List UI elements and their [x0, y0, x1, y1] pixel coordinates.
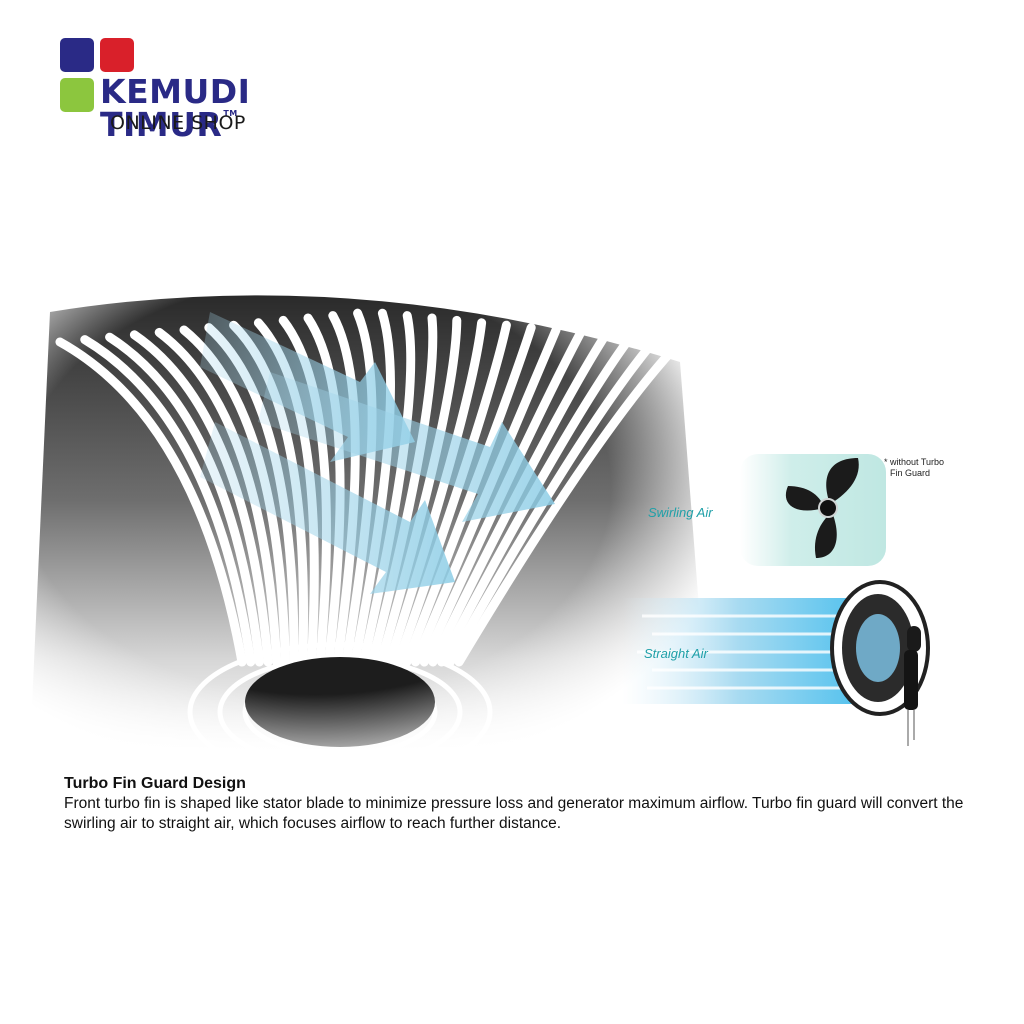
straight-air-label: Straight Air — [644, 646, 708, 661]
feature-title: Turbo Fin Guard Design — [64, 775, 246, 792]
feature-caption: Turbo Fin Guard Design Front turbo fin i… — [64, 774, 984, 834]
logo-red-square — [100, 38, 134, 72]
brand-name: KEMUDI TIMURTM — [100, 75, 360, 141]
feature-description: Front turbo fin is shaped like stator bl… — [64, 795, 964, 832]
logo-blue-square — [60, 38, 94, 72]
brand-logo: KEMUDI TIMURTM ONLINE SHOP — [60, 38, 360, 141]
brand-subtitle: ONLINE SHOP — [110, 112, 246, 134]
logo-green-square — [60, 78, 94, 112]
brand-name-text: KEMUDI TIMUR — [100, 72, 251, 144]
swirling-air-label: Swirling Air — [648, 505, 713, 520]
swirling-air-inset — [740, 454, 886, 566]
without-fin-guard-note: * without Turbo Fin Guard — [884, 457, 964, 479]
note-line-1: * without Turbo — [884, 457, 945, 467]
fan-blade-icon — [785, 458, 859, 558]
note-line-2: Fin Guard — [890, 468, 931, 478]
trademark-mark: TM — [223, 109, 238, 118]
wall-fan-image — [830, 580, 930, 746]
turbo-fin-guard-closeup-image — [30, 272, 710, 750]
straight-air-inset — [622, 580, 930, 746]
